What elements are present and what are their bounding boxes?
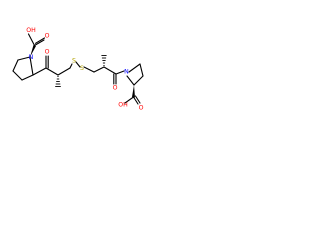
molecule-diagram: OH O N O S S O N OH O — [12, 27, 144, 112]
right-methyl-chain — [93, 55, 117, 75]
structure-canvas: OH O N O S S O N OH O — [0, 0, 152, 152]
right-hydroxyl-label: OH — [118, 102, 128, 109]
disulfide-bridge — [75, 61, 95, 73]
left-acid-carbonyl-oxygen-label: O — [45, 33, 50, 40]
left-sulfur-label: S — [72, 58, 76, 65]
left-nitrogen-label: N — [29, 54, 34, 61]
right-sulfur-label: S — [80, 65, 84, 72]
right-nitrogen-label: N — [124, 69, 129, 76]
left-hydroxyl-label: OH — [26, 27, 36, 34]
right-amide — [113, 70, 125, 85]
right-carboxyl-group — [124, 85, 141, 105]
right-alpha-wedge — [132, 85, 135, 98]
left-methyl-chain — [55, 63, 73, 87]
right-acid-carbonyl-oxygen-label: O — [139, 105, 144, 112]
left-alpha-wedge — [30, 45, 36, 57]
left-amide — [32, 55, 59, 76]
right-proline-ring — [126, 63, 144, 86]
left-amide-oxygen-label: O — [45, 49, 50, 56]
left-carboxyl-group — [27, 33, 46, 57]
left-proline-ring — [12, 56, 34, 81]
right-amide-oxygen-label: O — [113, 85, 118, 92]
